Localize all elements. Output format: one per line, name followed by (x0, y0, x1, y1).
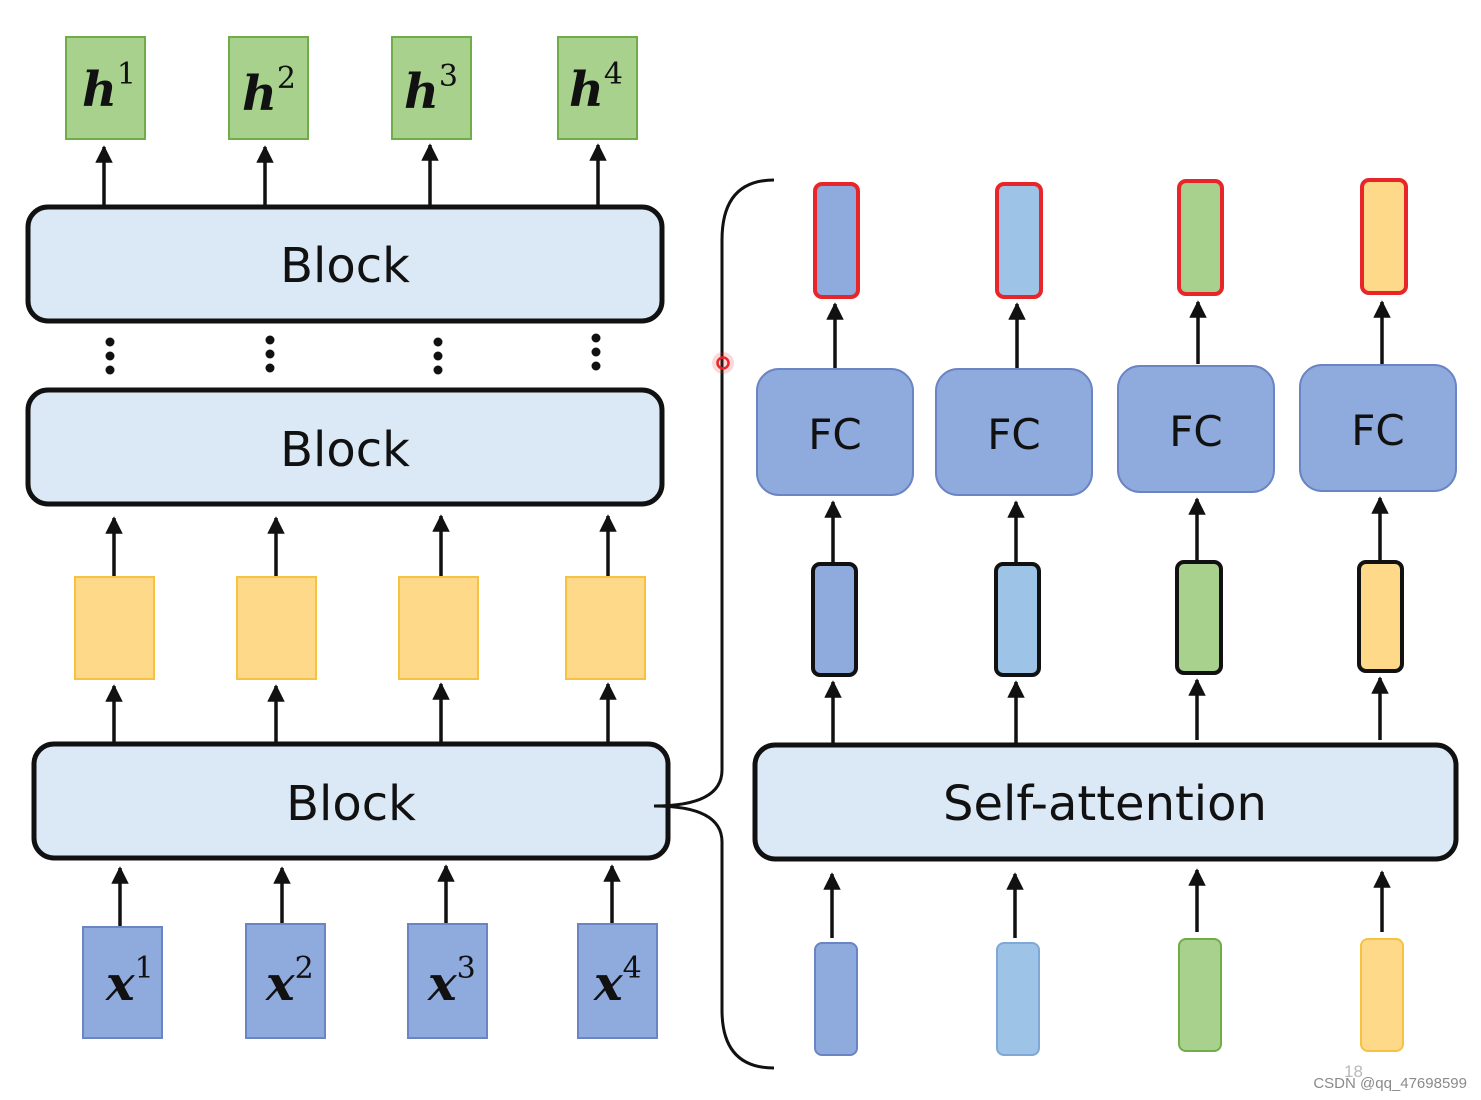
output-vector-1 (813, 182, 860, 299)
input-x3-box (407, 923, 488, 1039)
source-watermark: CSDN @qq_47698599 (1313, 1075, 1467, 1092)
arrows-block-to-output (95, 143, 607, 206)
output-vectors (813, 178, 1408, 299)
fc-layer-3: FC (1117, 365, 1275, 493)
input-x3-label: x3 (427, 951, 476, 1012)
fc-layer-1: FC (756, 368, 914, 496)
ellipsis-col-2 (265, 335, 275, 373)
arrows-fc-to-output (826, 300, 1391, 368)
intermediate-box-4 (565, 576, 646, 680)
arrows-yellow-to-block (105, 514, 617, 576)
input-vector-2 (996, 942, 1040, 1056)
block-top: Block (25, 204, 665, 324)
input-x-boxes: x1 x2 x3 x4 (82, 923, 658, 1039)
output-h1: h1 (65, 36, 146, 140)
fc-layer-1-box (756, 368, 914, 496)
self-attention-label: Self-attention (943, 776, 1267, 832)
arrows-attention-to-vector (824, 676, 1389, 745)
attention-vector-3 (1175, 560, 1223, 675)
block-bottom: Block (31, 741, 671, 861)
arrows-input-to-block (111, 864, 621, 926)
block-bottom-rect (31, 741, 671, 861)
output-vector-4 (1360, 178, 1408, 295)
input-x4: x4 (577, 923, 658, 1039)
fc-layer-4-box (1299, 364, 1457, 492)
input-vectors (814, 938, 1404, 1056)
arrows-vector-to-fc (824, 496, 1389, 563)
vertical-ellipsis (105, 333, 601, 375)
intermediate-box-3 (398, 576, 479, 680)
output-h2: h2 (228, 36, 309, 140)
expansion-brace (653, 178, 775, 1070)
output-h4-box (557, 36, 638, 140)
ellipsis-col-4 (591, 333, 601, 371)
output-h2-box (228, 36, 309, 140)
attention-vector-4 (1357, 560, 1404, 673)
input-vector-3 (1178, 938, 1222, 1052)
fc-layers: FC FC FC FC (756, 364, 1457, 496)
output-h1-label: h1 (82, 57, 136, 118)
output-h3-label: h3 (404, 59, 458, 120)
fc-layer-2-box (935, 368, 1093, 496)
laser-pointer-dot (712, 352, 734, 374)
attention-vector-1 (811, 562, 858, 677)
arrows-block-to-yellow (105, 682, 617, 743)
output-h4: h4 (557, 36, 638, 140)
input-x1-box (82, 926, 163, 1039)
input-x4-label: x4 (593, 951, 642, 1012)
input-x2-box (245, 923, 326, 1039)
output-vector-3 (1177, 179, 1224, 296)
left-stack: h1 h2 h3 h4 (25, 36, 671, 1039)
block-middle: Block (25, 387, 665, 507)
arrows-input-to-attention (823, 868, 1391, 938)
block-bottom-label: Block (286, 776, 416, 832)
output-h4-label: h4 (569, 57, 623, 118)
fc-layer-3-label: FC (1169, 407, 1222, 456)
intermediate-box-1 (74, 576, 155, 680)
fc-layer-4-label: FC (1351, 406, 1404, 455)
intermediate-yellow-boxes (74, 576, 646, 680)
input-vector-1 (814, 942, 858, 1056)
input-x4-box (577, 923, 658, 1039)
input-x3: x3 (407, 923, 488, 1039)
attention-vector-2 (994, 562, 1041, 677)
output-h1-box (65, 36, 146, 140)
block-top-rect (25, 204, 665, 324)
fc-layer-3-box (1117, 365, 1275, 493)
curly-brace-icon (653, 178, 775, 1070)
self-attention-block: Self-attention (752, 742, 1459, 862)
ellipsis-col-1 (105, 337, 115, 375)
right-detail: FC FC FC FC (752, 178, 1459, 1056)
block-middle-rect (25, 387, 665, 507)
output-vector-2 (995, 182, 1043, 299)
input-x1-label: x1 (105, 951, 154, 1012)
input-x2: x2 (245, 923, 326, 1039)
attention-output-vectors (811, 560, 1404, 677)
ellipsis-col-3 (433, 337, 443, 375)
output-h-boxes: h1 h2 h3 h4 (65, 36, 638, 140)
fc-layer-2: FC (935, 368, 1093, 496)
output-h3-box (391, 36, 472, 140)
fc-layer-1-label: FC (808, 410, 861, 459)
block-middle-label: Block (280, 422, 410, 478)
block-top-label: Block (280, 238, 410, 294)
intermediate-box-2 (236, 576, 317, 680)
input-x1: x1 (82, 926, 163, 1039)
fc-layer-4: FC (1299, 364, 1457, 492)
input-vector-4 (1360, 938, 1404, 1052)
self-attention-rect (752, 742, 1459, 862)
slide-page-number: 18 (1344, 1062, 1363, 1081)
output-h2-label: h2 (242, 61, 296, 122)
fc-layer-2-label: FC (987, 410, 1040, 459)
output-h3: h3 (391, 36, 472, 140)
input-x2-label: x2 (265, 951, 314, 1012)
